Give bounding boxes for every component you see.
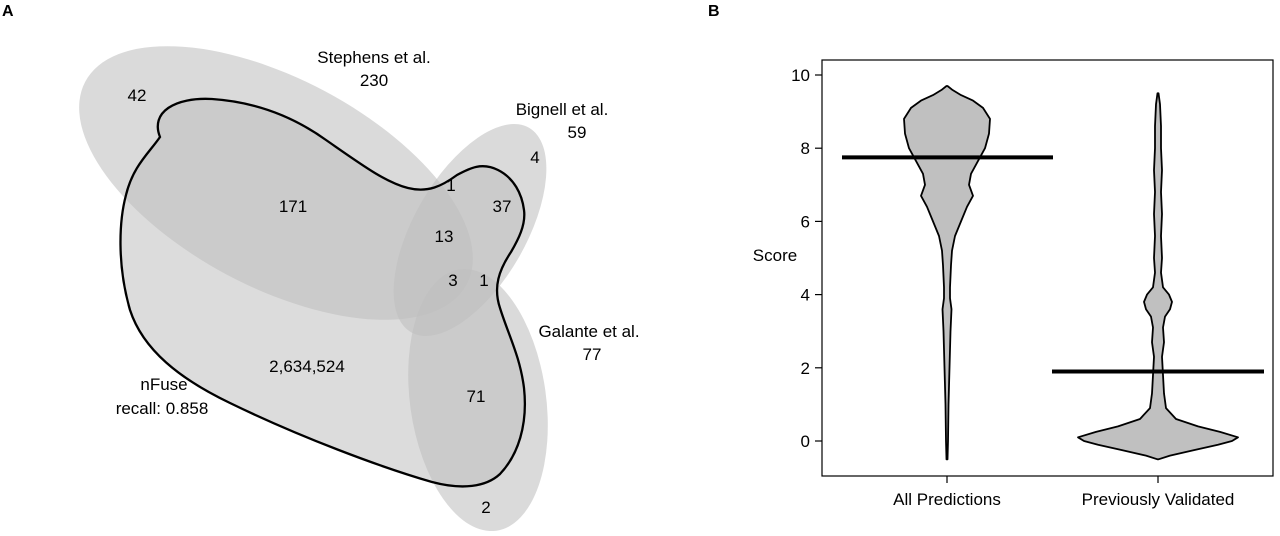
median-lines xyxy=(842,155,1264,374)
y-tick-label: 0 xyxy=(801,432,810,451)
count-bignell-nfuse: 37 xyxy=(493,197,512,216)
count-bignell-galante-nfuse: 1 xyxy=(479,271,488,290)
galante-total: 77 xyxy=(583,345,602,364)
y-tick-label: 6 xyxy=(801,212,810,231)
panel-a: A Stephens et al. 230 Bignell et al. 59 … xyxy=(2,3,640,532)
bignell-label: Bignell et al. xyxy=(516,100,609,119)
count-bignell-only: 4 xyxy=(530,148,539,167)
nfuse-set xyxy=(119,97,526,488)
y-axis-label: Score xyxy=(753,246,797,265)
stephens-total: 230 xyxy=(360,71,388,90)
y-tick-label: 10 xyxy=(791,66,810,85)
y-axis: 0 2 4 6 8 10 xyxy=(791,66,822,451)
nfuse-recall: recall: 0.858 xyxy=(116,399,209,418)
galante-label: Galante et al. xyxy=(538,322,639,341)
bignell-total: 59 xyxy=(568,123,587,142)
x-category-label: All Predictions xyxy=(893,490,1001,509)
y-tick-label: 2 xyxy=(801,359,810,378)
violins xyxy=(903,85,1239,461)
count-galante-nfuse: 71 xyxy=(467,387,486,406)
count-stephens-nfuse: 171 xyxy=(279,197,307,216)
y-tick-label: 8 xyxy=(801,139,810,158)
y-tick-label: 4 xyxy=(801,286,810,305)
count-nfuse-only: 2,634,524 xyxy=(269,357,345,376)
violin-all-predictions xyxy=(903,85,991,461)
x-category-label: Previously Validated xyxy=(1082,490,1235,509)
panel-a-letter: A xyxy=(2,3,14,20)
count-stephens-only: 42 xyxy=(128,86,147,105)
panel-b-letter: B xyxy=(708,3,720,20)
count-stephens-bignell-nfuse: 13 xyxy=(435,227,454,246)
count-all-four: 3 xyxy=(448,271,457,290)
plot-frame xyxy=(821,59,1274,477)
violin-previously-validated xyxy=(1077,92,1239,461)
panel-b: B Score 0 2 4 6 8 10 All Predictions Previousl… xyxy=(708,3,1274,509)
x-axis-labels: All Predictions Previously Validated xyxy=(893,476,1234,509)
nfuse-label: nFuse xyxy=(140,375,187,394)
count-galante-only: 2 xyxy=(481,498,490,517)
stephens-label: Stephens et al. xyxy=(317,48,430,67)
count-stephens-bignell: 1 xyxy=(446,176,455,195)
